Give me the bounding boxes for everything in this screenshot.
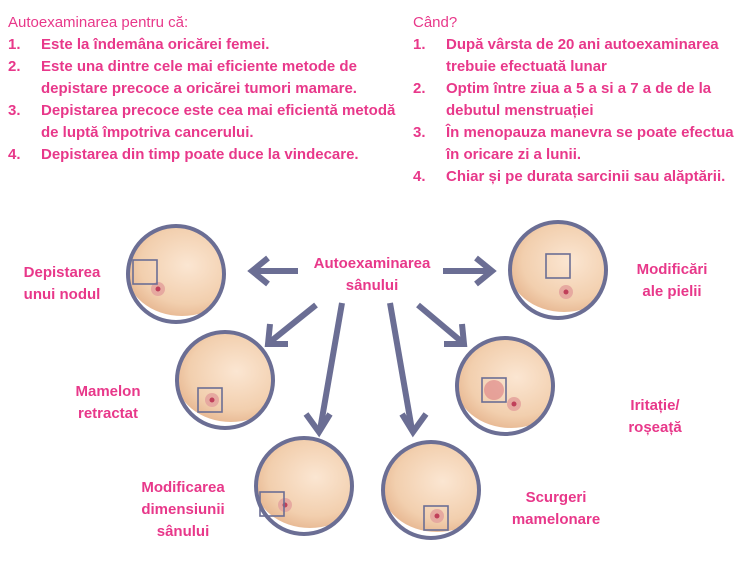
item-number: 1.	[413, 36, 426, 53]
arrow-to-discharge	[387, 302, 415, 431]
nipple-dot	[511, 401, 517, 407]
item-number: 3.	[413, 124, 426, 141]
list-item: 4. Chiar și pe durata sarcinii sau alăptă…	[413, 166, 740, 188]
reasons-section: Autoexaminarea pentru că: 1. Este la înde…	[8, 12, 408, 166]
arrow-to-irritation	[416, 302, 464, 345]
item-number: 4.	[8, 146, 21, 163]
label-line: roșeață	[628, 419, 682, 436]
label-line: sânului	[156, 523, 210, 540]
item-number: 1.	[8, 36, 21, 53]
highlight-square	[423, 505, 449, 531]
label-skin: Modificări ale pielii	[637, 259, 708, 303]
list-item: 2. Optim între ziua a 5 a si a 7 a de de …	[413, 78, 740, 122]
list-item: 1. După vârsta de 20 ani autoexaminarea t…	[413, 34, 740, 78]
breast-illustration-skin	[508, 220, 608, 320]
label-line: Scurgeri	[525, 489, 587, 506]
label-line: ale pielii	[642, 283, 702, 300]
nipple-dot	[209, 397, 215, 403]
breast-illustration-nipple	[175, 330, 275, 430]
item-text: Este una dintre cele mai eficiente metod…	[41, 58, 357, 97]
center-label: Autoexaminarea sânului	[314, 253, 431, 297]
label-nipple: Mamelon retractat	[75, 381, 140, 425]
label-line: Modificări	[636, 261, 708, 278]
label-line: retractat	[77, 405, 139, 422]
nipple-dot	[155, 286, 161, 292]
label-line: Modificarea	[141, 479, 225, 496]
label-line: dimensiunii	[141, 501, 225, 518]
label-line: Depistarea	[23, 264, 101, 281]
highlight-square	[132, 259, 158, 285]
highlight-square	[481, 377, 507, 403]
item-text: Optim între ziua a 5 a si a 7 a de de la…	[446, 80, 712, 119]
arrowhead	[247, 255, 270, 287]
label-line: Iritație/	[630, 397, 680, 414]
circle-border	[455, 336, 555, 436]
list-item: 3. În menopauza manevra se poate efectua …	[413, 122, 740, 166]
highlight-square	[197, 387, 223, 413]
breast-illustration-irritation	[455, 336, 555, 436]
item-text: Depistarea precoce este cea mai eficient…	[41, 102, 396, 141]
label-irritation: Iritație/roșeață	[628, 395, 681, 439]
breast-illustration-size	[254, 436, 354, 536]
circle-border	[508, 220, 608, 320]
arrowhead	[264, 323, 288, 347]
circle-border	[254, 436, 354, 536]
reasons-list: 1. Este la îndemâna oricărei femei. 2. Est…	[8, 34, 408, 166]
arrow-to-size	[317, 302, 345, 431]
item-text: După vârsta de 20 ani autoexaminarea tre…	[446, 36, 719, 75]
item-text: În menopauza manevra se poate efectua în…	[446, 124, 734, 163]
label-line: unui nodul	[23, 286, 101, 303]
item-number: 2.	[413, 80, 426, 97]
label-size: Modificarea dimensiunii sânului	[141, 477, 224, 543]
list-item: 4. Depistarea din timp poate duce la vind…	[8, 144, 408, 166]
arrowhead	[474, 255, 497, 287]
when-list: 1. După vârsta de 20 ani autoexaminarea t…	[413, 34, 740, 188]
item-number: 2.	[8, 58, 21, 75]
item-text: Depistarea din timp poate duce la vindec…	[41, 146, 359, 163]
nipple-dot	[563, 289, 569, 295]
item-number: 4.	[413, 168, 426, 185]
reasons-heading: Autoexaminarea pentru că:	[8, 14, 189, 31]
label-line: Mamelon	[75, 383, 141, 400]
arrowhead	[303, 412, 333, 438]
circle-border	[381, 440, 481, 540]
when-section: Când? 1. După vârsta de 20 ani autoexamin…	[413, 12, 740, 188]
redness-mark	[484, 380, 504, 400]
highlight-square	[545, 253, 571, 279]
item-text: Chiar și pe durata sarcinii sau alăptări…	[446, 168, 726, 185]
breast-illustration-nodule	[126, 224, 226, 324]
item-text: Este la îndemâna oricărei femei.	[41, 36, 270, 53]
label-line: mamelonare	[511, 511, 601, 528]
list-item: 3. Depistarea precoce este cea mai eficie…	[8, 100, 408, 144]
list-item: 1. Este la îndemâna oricărei femei.	[8, 34, 408, 56]
list-item: 2. Este una dintre cele mai eficiente met…	[8, 56, 408, 100]
label-line: Autoexaminarea	[313, 255, 431, 272]
circle-border	[175, 330, 275, 430]
label-nodule: Depistarea unui nodul	[24, 262, 101, 306]
arrowhead	[444, 323, 468, 347]
when-heading: Când?	[413, 14, 458, 31]
label-line: sânului	[345, 277, 399, 294]
item-number: 3.	[8, 102, 21, 119]
breast-illustration-discharge	[381, 440, 481, 540]
label-discharge: Scurgeri mamelonare	[512, 487, 600, 531]
arrow-to-nipple	[268, 302, 318, 345]
circle-border	[126, 224, 226, 324]
arrowhead	[399, 412, 429, 438]
nipple-dot	[434, 513, 440, 519]
